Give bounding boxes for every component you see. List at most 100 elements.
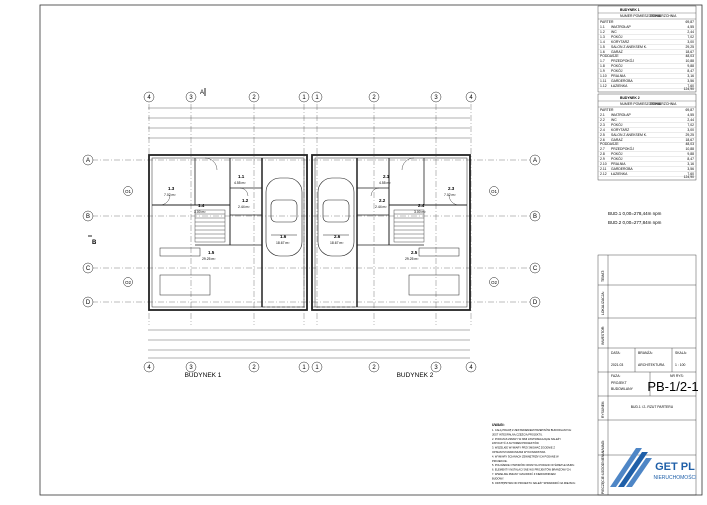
room-area-cell: 7,02 xyxy=(687,35,694,39)
room-area: 2.44 m² xyxy=(375,205,387,209)
group-label: PARTER xyxy=(600,108,614,112)
axis-label: 1 xyxy=(315,365,319,371)
section-label: B xyxy=(92,240,97,246)
table-header: NUMER POMIESZCZENIA xyxy=(620,102,662,106)
room-name-cell: WC xyxy=(611,30,617,34)
room-area-cell: 9,88 xyxy=(687,64,694,68)
room-name-cell: POKÓJ xyxy=(611,68,623,73)
logo-subtext: NIERUCHOMOŚCI xyxy=(653,473,696,481)
room-name-cell: GARAŻ xyxy=(611,49,623,54)
room-number-cell: 1.5 xyxy=(600,45,605,49)
axis-label: D xyxy=(533,300,538,306)
room-number: 2.4 xyxy=(418,203,425,208)
room-area-cell: 4,55 xyxy=(687,25,694,29)
table-header: NUMER POMIESZCZENIA xyxy=(620,14,662,18)
axis-label: D xyxy=(86,300,91,306)
room-name-cell: ŁAZIENKA xyxy=(611,84,628,88)
note-line: 2. PODCZAS ZMIANY W NIMI ZASTRZEGAJĄCE N… xyxy=(492,436,561,441)
room-area: 3.00 m² xyxy=(194,210,206,214)
axis-label: A xyxy=(533,158,537,164)
room-area-cell: 3,00 xyxy=(687,40,694,44)
branza-value: ARCHITEKTURA xyxy=(638,363,665,367)
window-tags: O1 O2 O1 O2 xyxy=(123,186,499,287)
note-line: 5. POLOŻENIE OTWORÓW OKNNYCH PODANO W ŚW… xyxy=(492,462,575,467)
room-name-cell: POKÓJ xyxy=(611,151,623,156)
room-area-cell: 3,56 xyxy=(687,167,694,171)
window-tag: O1 xyxy=(125,189,132,194)
room-area-cell: 18,67 xyxy=(686,138,695,142)
room-number: 2.6 xyxy=(334,234,341,239)
axis-label: C xyxy=(533,266,538,272)
room-number-cell: 1.8 xyxy=(600,64,605,68)
room-number-cell: 2.9 xyxy=(600,157,605,161)
room-number-cell: 1.12 xyxy=(600,84,607,88)
room-area-cell: 2,44 xyxy=(687,118,694,122)
room-area-cell: 3,16 xyxy=(687,162,694,166)
room-number: 1.6 xyxy=(280,234,287,239)
group-label: PODDASZE xyxy=(600,54,619,58)
note-line: 1. CAŁĄ PRACĘ Z ZESTAWIENIEM PRZEPISÓW B… xyxy=(492,427,571,432)
axis-label: 1 xyxy=(302,95,306,101)
room-area: 7.02 m² xyxy=(444,193,456,197)
room-number-cell: 1.9 xyxy=(600,69,605,73)
notes-lines: 1. CAŁĄ PRACĘ Z ZESTAWIENIEM PRZEPISÓW B… xyxy=(492,427,576,485)
bud-level-2: BUD.2 0,00=277,84m npm xyxy=(608,220,662,225)
axis-label: 2 xyxy=(252,365,256,371)
note-line: 3. WSZELKIE WYMIARY PRZYJMOWAĆ ZGODNIE Z xyxy=(492,445,555,450)
top-dimension-lines xyxy=(148,107,470,139)
group-total: 48,03 xyxy=(686,54,695,58)
building-2-car xyxy=(317,177,355,257)
side-label: LOKALIZACJA: xyxy=(601,291,605,315)
room-table-2: BUDYNEK 2 NUMER POMIESZCZENIA POWIERZCHN… xyxy=(597,93,697,181)
building-2-walls xyxy=(311,154,471,311)
room-area: 4.55 m² xyxy=(379,181,391,185)
room-name-cell: PRZEDPOKÓJ xyxy=(611,146,634,151)
room-number: 2.5 xyxy=(411,250,418,255)
room-number-cell: 2.7 xyxy=(600,147,605,151)
section-marks xyxy=(88,88,206,237)
room-area-cell: 4,55 xyxy=(687,113,694,117)
axis-label: 4 xyxy=(469,365,473,371)
building-1-label: BUDYNEK 1 xyxy=(185,372,222,379)
building-2-stairs xyxy=(393,209,425,243)
room-number: 1.1 xyxy=(238,174,245,179)
room-name-cell: SALON Z ANEKSEM K. xyxy=(611,45,647,49)
room-number-cell: 2.4 xyxy=(600,128,605,132)
room-name-cell: PRALNIA xyxy=(611,162,626,166)
room-name-cell: GARAŻ xyxy=(611,137,623,142)
table-header: POWIERZCHNIA xyxy=(650,14,677,18)
side-label: RYSUNEK: xyxy=(601,401,605,418)
notes-block: UWAGI: 1. CAŁĄ PRACĘ Z ZESTAWIENIEM PRZE… xyxy=(492,423,576,485)
room-number: 2.2 xyxy=(379,198,386,203)
horizontal-axis-lines xyxy=(92,159,530,303)
room-number-cell: 1.11 xyxy=(600,79,606,83)
axis-label: 2 xyxy=(372,95,376,101)
room-area: 29.25 m² xyxy=(405,257,419,261)
section-label: A xyxy=(200,90,204,96)
room-number-cell: 2.6 xyxy=(600,138,605,142)
data-value: 2021.03 xyxy=(611,363,623,367)
group-total: 69,87 xyxy=(686,108,695,112)
room-number: 2.1 xyxy=(383,174,390,179)
note-line: ZATOCZYĆ Z AUTOREM PROJEKTÓW. xyxy=(492,440,540,445)
note-line: JEST INTEGRALNĄ CZĘŚCIĄ PROJEKTU. xyxy=(492,431,543,436)
room-name-cell: PRALNIA xyxy=(611,74,626,78)
axis-label: 2 xyxy=(252,95,256,101)
drawing-number: PB-1/2-1 xyxy=(647,379,698,394)
room-area-cell: 18,67 xyxy=(686,50,695,54)
room-name-cell: POKÓJ xyxy=(611,122,623,127)
skala-label: SKALA: xyxy=(675,351,687,355)
note-line: OPISANYMI WARUNKAMI WYKONAWSTWA. xyxy=(492,450,546,454)
side-label: UZGODNIENIA: xyxy=(601,450,605,475)
axis-label: 4 xyxy=(147,365,151,371)
room-name-cell: POKÓJ xyxy=(611,34,623,39)
room-name-cell: GARDEROBA xyxy=(611,167,633,171)
axis-label: C xyxy=(86,266,91,272)
group-label: PODDASZE xyxy=(600,142,619,146)
room-name-cell: WIATROŁAP xyxy=(611,25,631,29)
building-1-walls xyxy=(148,154,308,311)
room-name-cell: WC xyxy=(611,118,617,122)
